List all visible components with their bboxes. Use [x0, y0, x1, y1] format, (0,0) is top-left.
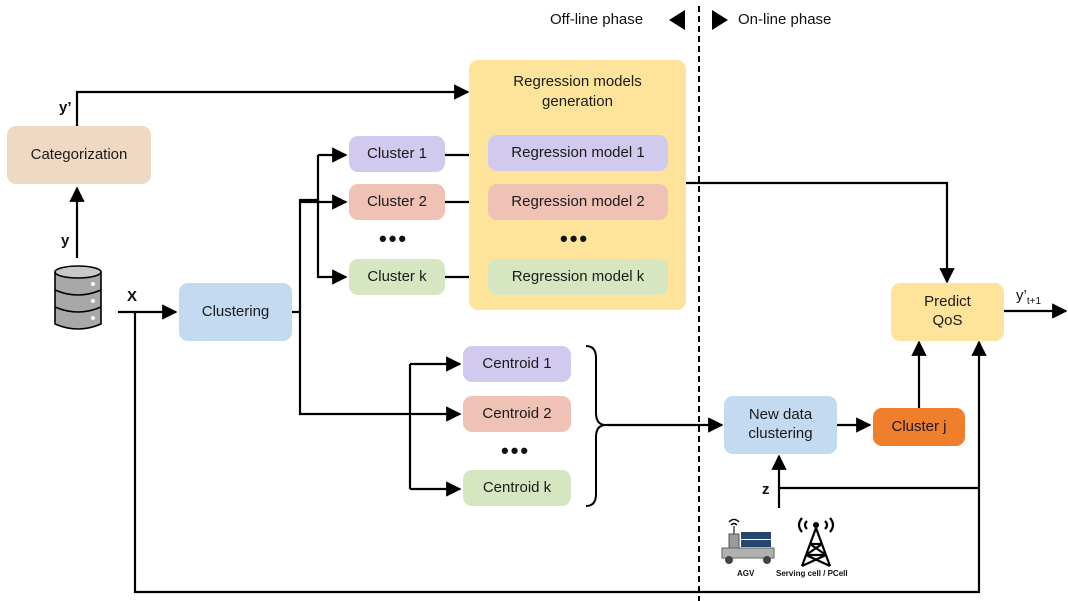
new-data-clustering-box: New data clustering: [724, 396, 837, 454]
centroid-ellipsis: •••: [501, 438, 531, 463]
cluster-k-box: Cluster k: [349, 259, 445, 295]
arrow-x-to-predict: [133, 312, 987, 594]
line-z-input: [777, 486, 979, 508]
regression-model-1-box: Regression model 1: [488, 135, 668, 171]
cluster-1-box: Cluster 1: [349, 136, 445, 172]
database-icon: [54, 265, 102, 330]
categorization-box: Categorization: [7, 126, 151, 184]
offline-arrow-icon: [669, 10, 685, 30]
agv-label: AGV: [737, 569, 755, 578]
y-label: y: [61, 232, 70, 249]
online-arrow-icon: [712, 10, 728, 30]
cluster-j-box: Cluster j: [873, 408, 965, 446]
x-label: X: [127, 288, 138, 305]
regression-model-k-box: Regression model k: [488, 259, 668, 295]
centroid-k-box: Centroid k: [463, 470, 571, 506]
z-label: z: [762, 481, 770, 498]
online-phase-label: On-line phase: [738, 11, 832, 28]
cell-label: Serving cell / PCell: [776, 569, 848, 578]
centroid-2-box: Centroid 2: [463, 396, 571, 432]
clustering-box: Clustering: [179, 283, 292, 341]
arrow-categorization-to-regression: [75, 84, 470, 126]
line-clustering-to-centroids: [298, 312, 410, 416]
centroid-brace: [585, 345, 607, 507]
regression-ellipsis: •••: [560, 226, 590, 251]
output-label: y’t+1: [1016, 287, 1041, 307]
line-clustering-trunk: [292, 155, 320, 314]
output-base: y’: [1016, 287, 1027, 304]
offline-phase-label: Off-line phase: [550, 11, 644, 28]
cell-tower-icon: [797, 517, 835, 567]
regression-model-2-box: Regression model 2: [488, 184, 668, 220]
agv-icon: [721, 518, 775, 564]
arrow-regression-to-predict: [686, 181, 955, 284]
output-subscript: t+1: [1026, 296, 1042, 307]
centroid-1-box: Centroid 1: [463, 346, 571, 382]
predict-qos-box: Predict QoS: [891, 283, 1004, 341]
regression-group-title: Regression models generation: [513, 73, 642, 111]
arrow-to-cluster-k: [316, 200, 348, 285]
cluster-ellipsis: •••: [379, 226, 409, 251]
cluster-2-box: Cluster 2: [349, 184, 445, 220]
y-prime-label: y’: [59, 99, 72, 116]
